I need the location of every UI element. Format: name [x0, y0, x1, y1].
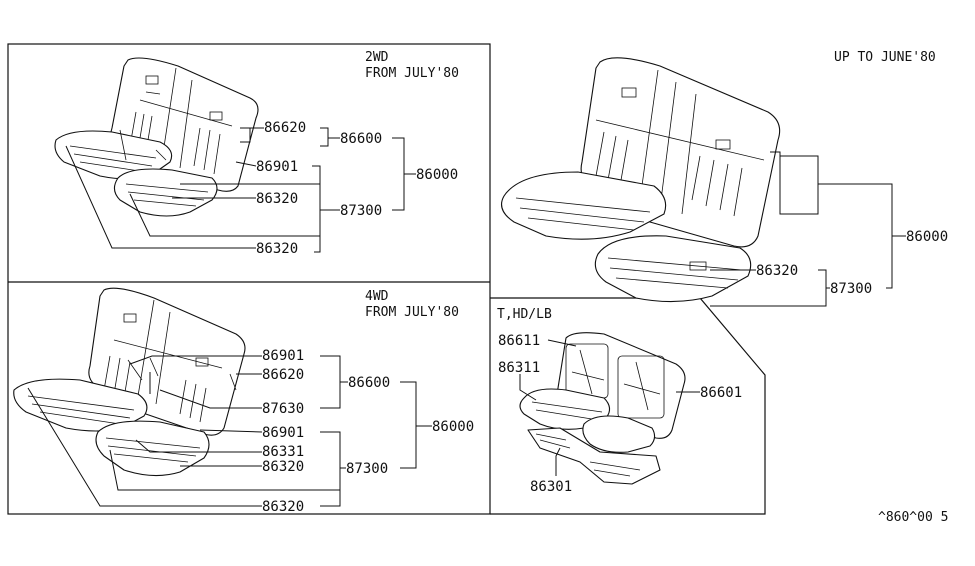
seat-4wd-drawing	[13, 287, 246, 477]
callout-86320-wd4-b: 86320	[262, 499, 304, 515]
callout-87300-wd2: 87300	[340, 203, 382, 219]
wd4-callouts: 86901 86620 86600 87630 86000 86901 8633…	[262, 348, 474, 515]
callout-86320-wd2-b: 86320	[256, 241, 298, 257]
callout-87300-wd4: 87300	[346, 461, 388, 477]
wd2-callouts: 86620 86600 86901 86000 86320 87300 8632…	[256, 120, 458, 257]
upto-leader-lines	[710, 151, 906, 307]
thdlb-callouts: 86611 86311 86601 86301	[498, 333, 742, 495]
callout-87300-upto: 87300	[830, 281, 872, 297]
seat-thdlb-drawing	[519, 332, 686, 485]
upto-callouts: 86000 86320 87300	[756, 229, 948, 297]
seat-upto-june80-drawing	[501, 57, 781, 303]
wd2-heading-line2: FROM JULY'80	[365, 66, 459, 81]
wd2-leader-lines	[65, 127, 416, 253]
callout-86000-upto: 86000	[906, 229, 948, 245]
callout-86600-wd2: 86600	[340, 131, 382, 147]
diagram-code: ^860^00 5	[878, 510, 948, 525]
callout-86331-wd4: 86331	[262, 444, 304, 460]
callout-86320-wd4-a: 86320	[262, 459, 304, 475]
callout-86620-wd2: 86620	[264, 120, 306, 136]
upto-june80-heading: UP TO JUNE'80	[834, 50, 936, 65]
wd4-heading-line2: FROM JULY'80	[365, 305, 459, 320]
callout-86620-wd4: 86620	[262, 367, 304, 383]
wd4-heading-line1: 4WD	[365, 289, 389, 304]
callout-86600-wd4: 86600	[348, 375, 390, 391]
callout-86901-wd4-b: 86901	[262, 425, 304, 441]
callout-86320-wd2-a: 86320	[256, 191, 298, 207]
wd4-leader-lines	[27, 355, 432, 507]
callout-86311-thdlb: 86311	[498, 360, 540, 376]
seat-2wd-drawing	[54, 57, 259, 217]
callout-86901-wd4-a: 86901	[262, 348, 304, 364]
callout-86000-wd2: 86000	[416, 167, 458, 183]
callout-86000-wd4: 86000	[432, 419, 474, 435]
thdlb-leader-lines	[519, 339, 700, 476]
left-panel-frame	[7, 43, 491, 515]
callout-86611-thdlb: 86611	[498, 333, 540, 349]
wd2-heading-line1: 2WD	[365, 50, 389, 65]
thdlb-heading: T,HD/LB	[497, 307, 552, 322]
thdlb-panel-frame	[490, 297, 766, 515]
callout-86601-thdlb: 86601	[700, 385, 742, 401]
callout-86901-wd2: 86901	[256, 159, 298, 175]
callout-86301-thdlb: 86301	[530, 479, 572, 495]
callout-87630-wd4: 87630	[262, 401, 304, 417]
callout-86320-upto: 86320	[756, 263, 798, 279]
